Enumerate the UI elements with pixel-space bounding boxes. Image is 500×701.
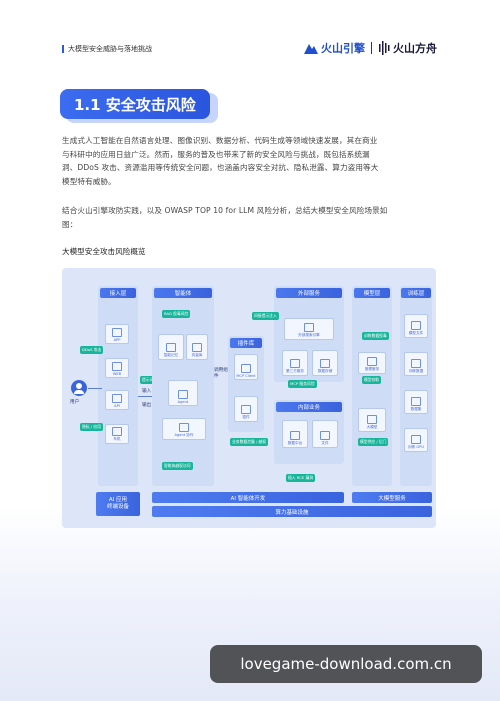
header-accent-bar: [62, 45, 64, 53]
site-watermark: lovegame-download.com.cn: [210, 645, 482, 683]
access-layer-header: 接入层: [100, 288, 136, 298]
internal-business-header: 内部业务: [276, 402, 342, 412]
paragraph-line: 图：: [62, 219, 78, 229]
volcengine-logo: 火山引擎: [304, 40, 365, 56]
logo-separator: [371, 42, 372, 54]
model-service-bar: 大模型服务: [352, 492, 432, 503]
plugin-header: 插件库: [230, 338, 262, 348]
training-gpu-tile: 训练 GPU: [404, 428, 428, 452]
doc-title: 大模型安全威胁与落地挑战: [68, 45, 152, 53]
inference-tile: 推理服务: [358, 352, 386, 374]
ai-app-box: AI 应用 终端设备: [96, 492, 140, 516]
supply-chain-badge: 模型供应 / 后门: [358, 438, 389, 446]
brand-logos: 火山引擎 火山方舟: [304, 38, 437, 58]
data-platform-tile: 数据中台: [282, 420, 308, 448]
agent-header: 智能体: [154, 288, 212, 298]
memory-tile: 智能记忆: [158, 334, 184, 360]
prompt-injection-badge: 提示词注入: [140, 376, 163, 384]
ark-logo: 火山方舟: [378, 40, 437, 56]
paragraph-line: 模型特有威胁。: [62, 176, 116, 186]
section-title: 1.1 安全攻击风险: [60, 89, 210, 119]
llm-tile: 大模型: [358, 408, 386, 432]
paragraph-2: 结合火山引擎攻防实践，以及 OWASP TOP 10 for LLM 风险分析，…: [62, 204, 440, 231]
model-file-tile: 模型文件: [404, 314, 428, 338]
figure-caption: 大模型安全攻击风险概览: [62, 247, 146, 256]
overperm-badge: 业务数据泄露 / 越权: [230, 438, 269, 446]
model-layer-column: [352, 286, 392, 486]
plugin-tile: 插件: [234, 396, 258, 422]
paragraph-line: 洞、DDoS 攻击、资源滥用等传统安全问题，也涵盖内容安全对抗、隐私泄露、算力盗…: [62, 163, 379, 172]
vector-db-tile: 向量库: [186, 334, 208, 360]
privacy-badge: 隐私 / 窃用: [80, 423, 103, 431]
training-data-tile: 训练数据: [404, 352, 428, 376]
paragraph-line: 结合火山引擎攻防实践，以及 OWASP TOP 10 for LLM 风险分析，…: [62, 206, 388, 215]
ark-icon: [379, 41, 390, 55]
input-label: 输入: [142, 389, 152, 394]
paragraph-1: 生成式人工智能在自然语言处理、图像识别、数据分析、代码生成等领域快速发展，其在商…: [62, 134, 440, 188]
data-storage-tile: 数据存储: [312, 350, 338, 376]
access-layer-column: [98, 286, 138, 486]
indirect-injection-badge: 间接提示注入: [252, 312, 279, 320]
app-tile: APP: [105, 324, 129, 344]
api-tile: API: [105, 390, 129, 410]
logo-primary-text: 火山引擎: [321, 42, 365, 55]
external-services-header: 外部服务: [276, 288, 342, 298]
compute-infra-bar: 算力基础设施: [152, 506, 432, 517]
user-arrow: [88, 388, 102, 389]
user-icon: [71, 380, 87, 396]
mcp-client-tile: MCP Client: [234, 354, 258, 380]
model-layer-header: 模型层: [354, 288, 390, 298]
model-theft-badge: 模型窃取: [362, 376, 382, 384]
user-label: 用户: [70, 400, 80, 405]
terminal-label: 终端设备: [106, 504, 129, 510]
risk-overview-diagram: 用户 接入层 APP WEB API 车机 DDoS 攻击 隐私 / 窃用 AI…: [62, 268, 436, 528]
third-party-tile: 第三方服务: [282, 350, 308, 376]
vehicle-tile: 车机: [105, 424, 129, 444]
search-engine-tile: 外部搜索引擎: [284, 318, 334, 340]
agent-overreach-badge: 智能体越权访问: [162, 462, 193, 470]
paragraph-line: 生成式人工智能在自然语言处理、图像识别、数据分析、代码生成等领域快速发展，其在商…: [62, 136, 378, 145]
output-label: 输出: [142, 403, 152, 408]
logo-secondary-text: 火山方舟: [393, 42, 437, 55]
io-arrow: [138, 396, 154, 397]
agent-collab-tile: Agent 协作: [162, 418, 206, 440]
rce-badge: 插入 RCE 漏洞: [286, 474, 316, 482]
rag-badge: RAG 投毒风险: [162, 310, 191, 318]
dataset-tile: 数据集: [404, 390, 428, 414]
agent-tile: Agent: [168, 380, 198, 406]
file-tile: 文件: [312, 420, 338, 448]
ai-app-label: AI 应用: [108, 497, 128, 503]
ai-dev-bar: AI 智能体开发: [152, 492, 344, 503]
training-layer-header: 训练层: [401, 288, 431, 298]
web-tile: WEB: [105, 358, 129, 378]
ddos-badge: DDoS 攻击: [80, 346, 104, 354]
data-poison-badge: 训练数据投毒: [362, 332, 389, 340]
mcp-risk-badge: MCP 服务风险: [288, 380, 317, 388]
paragraph-line: 与科研中的应用日益广泛。然而，服务的普及也带来了新的安全风险与挑战，既包括系统漏: [62, 149, 370, 159]
volcano-icon: [304, 44, 318, 54]
call-plugin-label: 调用组件: [214, 368, 228, 379]
